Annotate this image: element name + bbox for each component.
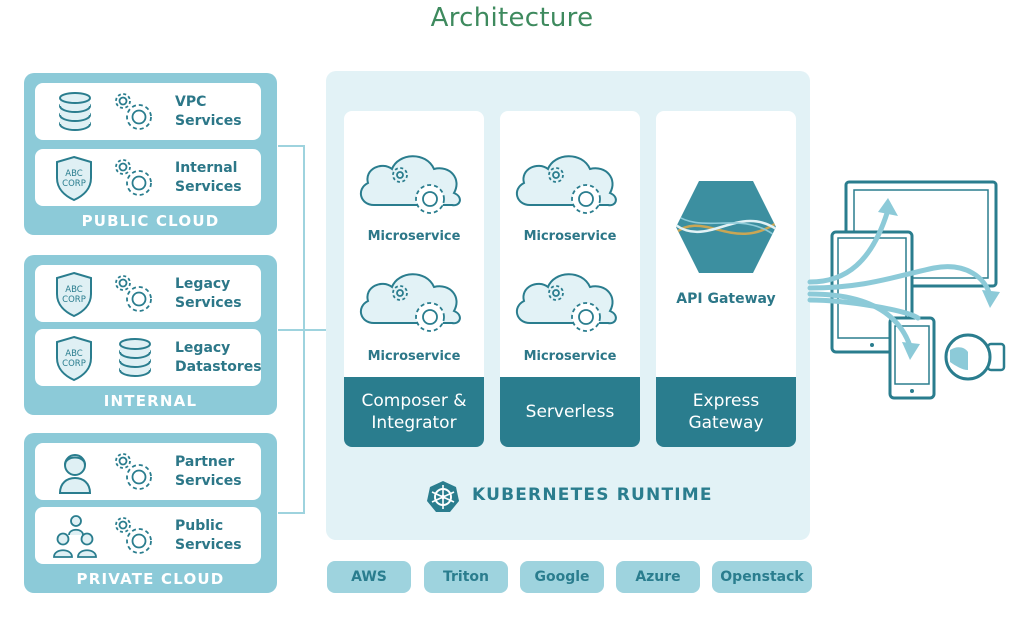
data-flow-arrows bbox=[807, 207, 993, 349]
gears-icon bbox=[115, 275, 152, 312]
service-title: Public bbox=[175, 518, 224, 534]
group-private-cloud: Partner Services Public Services PRI bbox=[24, 433, 277, 593]
badge-abc-text: ABC bbox=[65, 349, 82, 359]
column-serverless[interactable]: Microservice Microservice Serverless bbox=[500, 111, 640, 447]
gears-icon bbox=[115, 159, 152, 196]
service-card-legacy-datastores[interactable]: ABC CORP Legacy Datastores bbox=[35, 329, 262, 386]
service-subtitle: Services bbox=[175, 537, 242, 553]
service-subtitle: Services bbox=[175, 113, 242, 129]
service-subtitle: Services bbox=[175, 473, 242, 489]
kubernetes-runtime-panel: Microservice Microservice Composer & Int… bbox=[326, 71, 810, 540]
api-gateway-label: API Gateway bbox=[676, 291, 776, 307]
provider-openstack[interactable]: Openstack bbox=[712, 561, 812, 593]
provider-azure[interactable]: Azure bbox=[616, 561, 700, 593]
column-composer-integrator[interactable]: Microservice Microservice Composer & Int… bbox=[344, 111, 484, 447]
abc-corp-badge-icon: ABC CORP bbox=[56, 155, 92, 202]
service-card-legacy-services[interactable]: ABC CORP Legacy Services bbox=[35, 265, 261, 322]
group-label-public-cloud: PUBLIC CLOUD bbox=[81, 212, 220, 230]
column-footer: Express Gateway bbox=[656, 377, 796, 447]
arrowheads bbox=[878, 198, 1000, 360]
database-icon bbox=[119, 338, 151, 377]
provider-aws[interactable]: AWS bbox=[327, 561, 411, 593]
abc-corp-badge-icon: ABC CORP bbox=[56, 335, 92, 382]
column-express-gateway[interactable]: API Gateway Express Gateway bbox=[656, 111, 796, 447]
provider-triton[interactable]: Triton bbox=[424, 561, 508, 593]
kubernetes-helm-icon bbox=[427, 481, 459, 512]
service-title: Partner bbox=[175, 454, 235, 470]
person-icon bbox=[58, 454, 92, 494]
abc-corp-badge-icon: ABC CORP bbox=[56, 271, 92, 318]
service-title: Legacy bbox=[175, 340, 231, 356]
phone-icon bbox=[888, 316, 936, 400]
group-internal: ABC CORP Legacy Services ABC CORP bbox=[24, 255, 277, 415]
service-subtitle: Datastores bbox=[175, 359, 262, 375]
cloud-gear-icon bbox=[515, 155, 617, 214]
badge-corp-text: CORP bbox=[62, 359, 86, 369]
client-devices-illustration bbox=[807, 180, 1006, 400]
column-footer: Serverless bbox=[500, 377, 640, 447]
api-gateway-hexagon-icon bbox=[676, 181, 776, 273]
gears-icon bbox=[115, 93, 152, 130]
microservice-label: Microservice bbox=[367, 349, 461, 364]
service-subtitle: Services bbox=[175, 295, 242, 311]
gears-icon bbox=[115, 517, 152, 554]
cloud-gear-icon bbox=[359, 155, 461, 214]
page-title: Architecture bbox=[430, 3, 594, 33]
service-card-internal[interactable]: ABC CORP Internal Services bbox=[35, 149, 261, 206]
people-icon bbox=[53, 515, 97, 558]
cloud-gear-icon bbox=[359, 273, 461, 332]
smartwatch-icon bbox=[944, 333, 1006, 381]
service-card-public[interactable]: Public Services bbox=[35, 507, 261, 564]
cloud-gear-icon bbox=[515, 273, 617, 332]
service-title: VPC bbox=[175, 94, 207, 110]
group-label-private-cloud: PRIVATE CLOUD bbox=[76, 570, 225, 588]
badge-corp-text: CORP bbox=[62, 179, 86, 189]
service-card-partner[interactable]: Partner Services bbox=[35, 443, 261, 500]
database-icon bbox=[59, 92, 91, 131]
column-footer: Composer & Integrator bbox=[344, 377, 484, 447]
microservice-label: Microservice bbox=[523, 229, 617, 244]
gears-icon bbox=[115, 453, 152, 490]
badge-abc-text: ABC bbox=[65, 285, 82, 295]
kubernetes-runtime-label: KUBERNETES RUNTIME bbox=[472, 485, 713, 505]
group-label-internal: INTERNAL bbox=[103, 392, 198, 410]
provider-google[interactable]: Google bbox=[520, 561, 604, 593]
service-subtitle: Services bbox=[175, 179, 242, 195]
service-title: Legacy bbox=[175, 276, 231, 292]
service-title: Internal bbox=[175, 160, 238, 176]
microservice-label: Microservice bbox=[367, 229, 461, 244]
group-public-cloud: VPC Services ABC CORP Internal Services … bbox=[24, 73, 277, 235]
badge-abc-text: ABC bbox=[65, 169, 82, 179]
microservice-label: Microservice bbox=[523, 349, 617, 364]
service-card-vpc[interactable]: VPC Services bbox=[35, 83, 261, 140]
badge-corp-text: CORP bbox=[62, 295, 86, 305]
